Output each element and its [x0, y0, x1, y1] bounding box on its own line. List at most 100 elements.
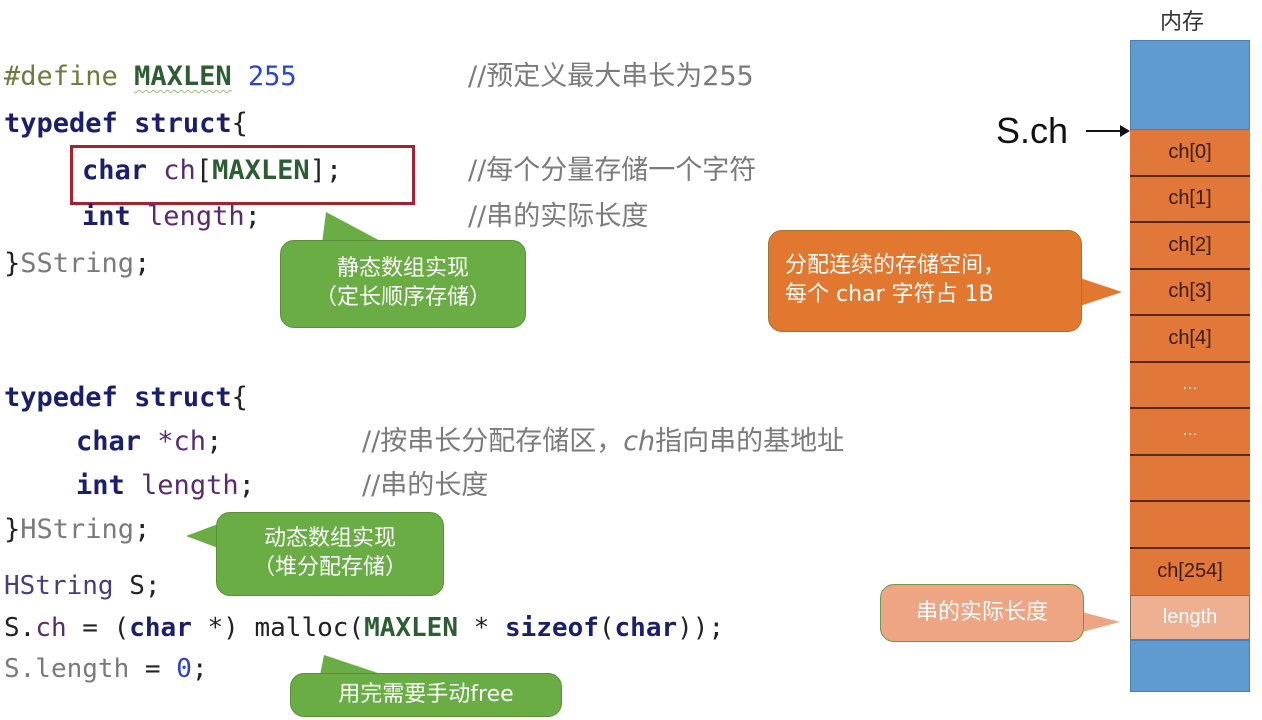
comment-char-array: //每个分量存储一个字符	[468, 155, 757, 186]
comment-char-pointer: //按串长分配存储区，ch指向串的基地址	[362, 428, 844, 455]
sizeof-keyword: sizeof	[504, 613, 599, 643]
typedef-keyword: typedef	[4, 108, 118, 139]
memory-cell-empty	[1130, 455, 1250, 502]
dynamic-array-callout: 动态数组实现 （堆分配存储）	[216, 512, 444, 596]
comment-define: //预定义最大串长为255	[468, 61, 754, 92]
semicolon: ;	[244, 201, 261, 232]
s-ch-pointer-label: S.ch	[996, 110, 1069, 151]
maxlen-macro: MAXLEN	[134, 61, 232, 92]
define-directive: #define	[4, 61, 118, 92]
comment-part: 指向串的基地址	[655, 426, 845, 457]
code-line-define: #define MAXLEN 255	[4, 63, 297, 90]
ch-field: ch	[35, 613, 67, 643]
open-brace: {	[231, 108, 248, 139]
contiguous-callout-line2: 每个 char 字符占 1B	[785, 282, 994, 307]
length-field: length	[141, 470, 239, 501]
comment-length-2: //串的长度	[362, 470, 489, 501]
int-type: int	[76, 470, 125, 501]
code-line-malloc: S.ch = (char *) malloc(MAXLEN * sizeof(c…	[4, 615, 724, 641]
length-field: length	[147, 201, 245, 232]
length-callout-tail	[1082, 612, 1120, 632]
var-s: S;	[113, 571, 161, 601]
manual-free-callout: 用完需要手动free	[290, 673, 562, 717]
s-length: S.length	[4, 654, 130, 684]
length-callout-text: 串的实际长度	[915, 599, 1048, 625]
memory-cell-empty	[1130, 502, 1250, 549]
open-brace: {	[231, 382, 248, 413]
memory-cell-ellipsis: …	[1130, 409, 1250, 456]
semicolon: ;	[206, 426, 223, 457]
free-callout-text: 用完需要手动free	[338, 681, 514, 707]
memory-title: 内存	[1160, 10, 1205, 35]
contiguous-callout-line1: 分配连续的存储空间，	[785, 253, 1006, 279]
static-array-callout: 静态数组实现 （定长顺序存储）	[280, 240, 526, 328]
zero-literal: 0	[176, 654, 192, 684]
memory-block-free-bottom	[1130, 640, 1250, 692]
char-type: char	[614, 613, 678, 643]
comment-italic-ch: ch	[623, 426, 656, 457]
dynamic-callout-line2: （堆分配存储）	[252, 555, 407, 580]
close-brace: }	[4, 514, 21, 545]
maxlen-macro: MAXLEN	[364, 613, 458, 643]
struct-keyword: struct	[134, 108, 232, 139]
code-line-int-length-1: int length;	[82, 203, 261, 230]
char-type: char	[76, 426, 142, 457]
maxlen-macro: MAXLEN	[212, 155, 310, 186]
bracket-open: [	[195, 155, 213, 186]
assign: = (	[66, 613, 130, 643]
memory-cell-ellipsis: …	[1130, 362, 1250, 409]
contiguous-storage-callout: 分配连续的存储空间， 每个 char 字符占 1B	[768, 230, 1082, 332]
char-type: char	[129, 613, 192, 643]
code-line-length-init: S.length = 0;	[4, 656, 208, 682]
bracket-close: ];	[309, 155, 343, 186]
memory-cell: ch[0]	[1130, 130, 1250, 177]
maxlen-value: 255	[247, 61, 297, 92]
highlight-box-char-array	[70, 145, 415, 205]
code-line-hstring: }HString;	[4, 516, 150, 543]
multiply: *	[457, 613, 505, 643]
assign: =	[129, 654, 177, 684]
memory-cell: ch[4]	[1130, 316, 1250, 363]
close-brace: }	[4, 248, 21, 279]
int-type: int	[82, 201, 131, 232]
memory-cell: ch[3]	[1130, 269, 1250, 316]
code-line-sstring: }SString;	[4, 250, 150, 277]
semicolon: ;	[134, 248, 151, 279]
comment-part: //按串长分配存储区，	[362, 426, 624, 457]
char-type: char	[82, 155, 148, 186]
var-s: S.	[4, 613, 36, 643]
right-arrow-icon	[1086, 125, 1130, 137]
ch-pointer-field: *ch	[141, 426, 207, 457]
hstring-type: HString	[4, 571, 114, 601]
actual-length-callout: 串的实际长度	[880, 584, 1084, 642]
static-callout-line1: 静态数组实现	[336, 256, 469, 282]
semicolon: ;	[191, 654, 208, 684]
struct-keyword: struct	[134, 382, 232, 413]
memory-cell: ch[1]	[1130, 176, 1250, 223]
paren: (	[598, 613, 615, 643]
code-line-hstring-decl: HString S;	[4, 573, 161, 599]
memory-cell: ch[2]	[1130, 223, 1250, 270]
code-line-int-length-2: int length;	[76, 472, 255, 499]
paren-close: ));	[677, 613, 725, 643]
free-callout-tail	[320, 655, 384, 675]
memory-block-free-top	[1130, 40, 1250, 130]
static-callout-tail	[322, 212, 386, 244]
memory-cell-length: length	[1130, 595, 1250, 640]
memory-cell: ch[254]	[1130, 548, 1250, 595]
static-callout-line2: （定长顺序存储）	[314, 285, 491, 310]
sstring-typename: SString	[20, 248, 135, 279]
ch-field: ch	[163, 155, 196, 186]
semicolon: ;	[134, 514, 151, 545]
code-line-char-pointer: char *ch;	[76, 428, 222, 455]
dynamic-callout-line1: 动态数组实现	[263, 526, 396, 552]
contiguous-callout-tail	[1080, 278, 1122, 306]
code-line-char-array: char ch[MAXLEN];	[82, 157, 342, 184]
typedef-keyword: typedef	[4, 382, 118, 413]
code-line-typedef-1: typedef struct{	[4, 110, 248, 137]
comment-length-1: //串的实际长度	[468, 201, 649, 232]
semicolon: ;	[238, 470, 255, 501]
hstring-typename: HString	[20, 514, 135, 545]
memory-column: ch[0] ch[1] ch[2] ch[3] ch[4] … … ch[254…	[1130, 40, 1250, 692]
malloc-call: *) malloc(	[191, 613, 365, 643]
